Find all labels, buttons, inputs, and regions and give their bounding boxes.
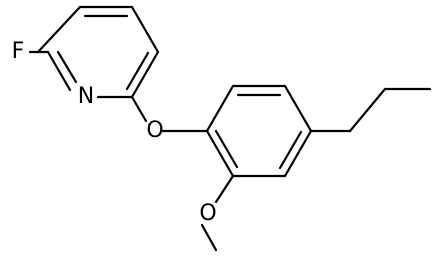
nitrogen-label: N bbox=[78, 84, 94, 109]
bond bbox=[130, 5, 160, 54]
bond bbox=[278, 130, 303, 170]
bond bbox=[283, 129, 313, 178]
methoxy-oxygen-label: O bbox=[199, 201, 216, 226]
bond bbox=[205, 129, 235, 178]
bond bbox=[205, 84, 235, 133]
bond bbox=[130, 50, 160, 99]
benzene-ring bbox=[205, 84, 313, 178]
fluorine-label: F bbox=[12, 39, 25, 64]
bond bbox=[214, 129, 239, 169]
bond-c-o bbox=[130, 95, 148, 123]
bond bbox=[36, 5, 82, 54]
bond bbox=[46, 50, 72, 92]
methoxy-bond bbox=[200, 223, 218, 252]
propyl-bond bbox=[348, 87, 387, 133]
methoxy-bond bbox=[214, 174, 235, 204]
bond bbox=[125, 51, 150, 91]
bond bbox=[283, 84, 313, 133]
pyridine-ring bbox=[36, 5, 160, 99]
ether-oxygen-label: O bbox=[146, 118, 163, 143]
bond bbox=[56, 50, 78, 84]
